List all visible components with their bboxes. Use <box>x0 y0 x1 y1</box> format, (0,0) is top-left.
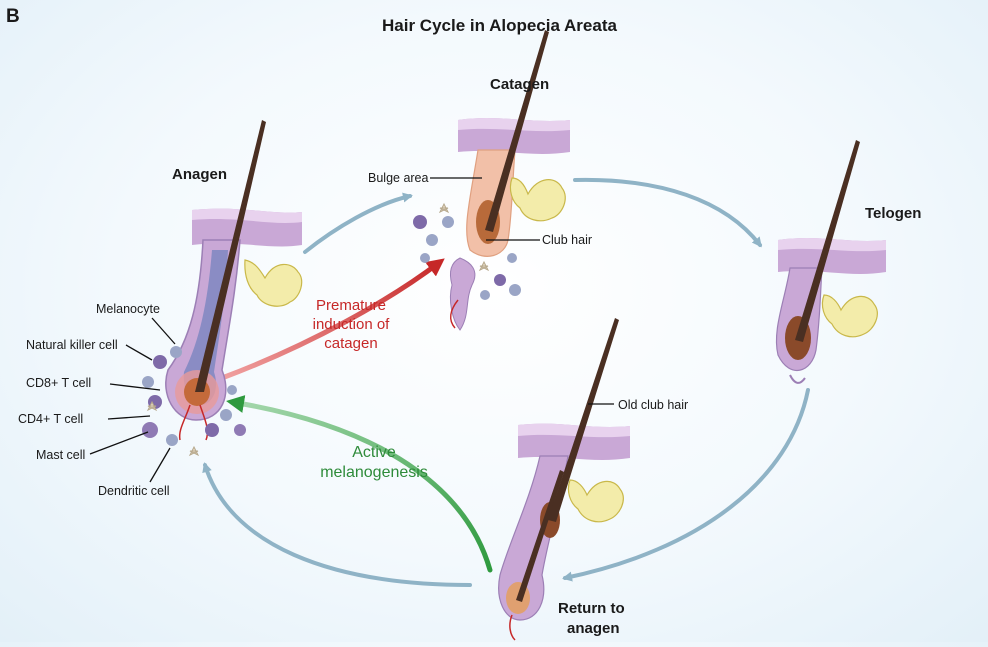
arrow-catagen-to-telogen <box>573 177 762 248</box>
active-line2: melanogenesis <box>320 464 428 481</box>
arrow-anagen-to-catagen <box>303 192 413 254</box>
catagen-follicle <box>413 30 570 331</box>
stage-label-return-line1: Return to <box>558 600 625 617</box>
diagram-title: Hair Cycle in Alopecia Areata <box>382 16 617 35</box>
stage-label-anagen: Anagen <box>172 166 228 183</box>
stage-label-telogen: Telogen <box>865 205 922 222</box>
leader-lines <box>89 177 614 483</box>
red-arrow-premature-induction <box>219 258 445 381</box>
panel-label: B <box>6 6 20 27</box>
label-premature-induction: Premature induction of catagen <box>296 296 406 353</box>
telogen-follicle <box>775 140 886 384</box>
label-nk-cell: Natural killer cell <box>26 338 118 352</box>
label-old-club-hair: Old club hair <box>618 398 689 412</box>
label-bulge-area: Bulge area <box>368 171 429 185</box>
anagen-follicle <box>142 120 303 457</box>
active-line1: Active <box>352 444 396 461</box>
premature-line2: induction of <box>312 316 390 333</box>
label-club-hair: Club hair <box>542 233 593 247</box>
green-arrow-melanogenesis <box>226 395 493 573</box>
label-active-melanogenesis: Active melanogenesis <box>306 443 442 483</box>
premature-line3: catagen <box>324 335 378 352</box>
label-cd4-t-cell: CD4+ T cell <box>18 412 84 426</box>
premature-line1: Premature <box>315 297 387 314</box>
arrow-telogen-to-return <box>562 388 810 582</box>
return-anagen-follicle <box>498 318 630 641</box>
label-melanocyte: Melanocyte <box>96 302 160 316</box>
stage-label-catagen: Catagen <box>490 76 550 93</box>
cycle-arrows <box>202 177 810 587</box>
label-mast-cell: Mast cell <box>36 448 86 462</box>
label-dendritic-cell: Dendritic cell <box>98 484 170 498</box>
label-cd8-t-cell: CD8+ T cell <box>26 376 92 390</box>
arrow-return-to-anagen <box>202 462 472 587</box>
stage-label-return-line2: anagen <box>567 620 620 637</box>
